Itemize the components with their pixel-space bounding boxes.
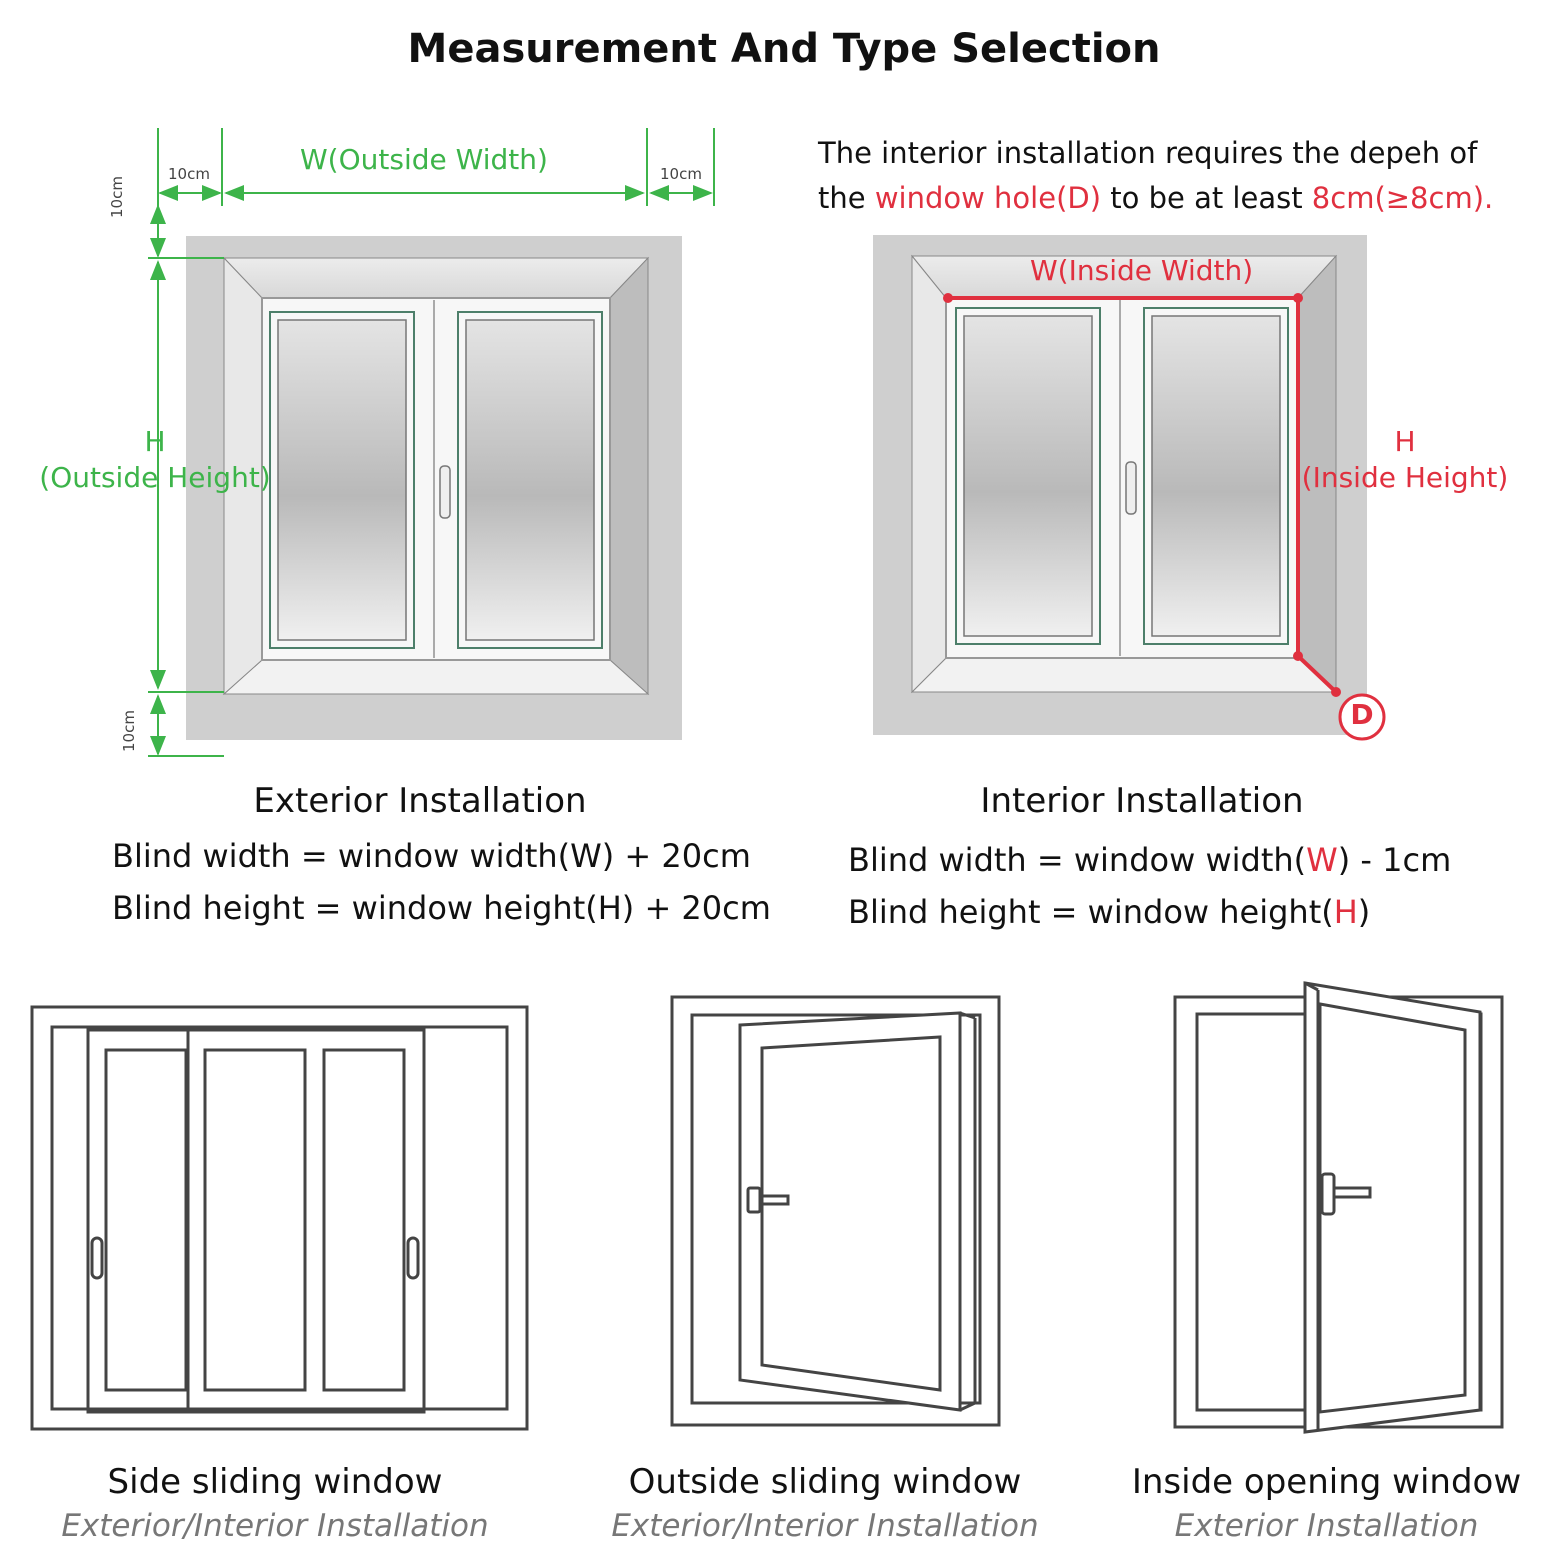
interior-reveal-left: [911, 254, 947, 694]
dim-top-left: 10cm: [168, 165, 210, 183]
exterior-reveal-right: [609, 256, 649, 696]
type-name: Outside sliding window: [628, 1462, 1022, 1502]
inside-height-text: (Inside Height): [1301, 461, 1509, 494]
note-line-1: The interior installation requires the d…: [818, 136, 1478, 170]
outside-height-label: H (Outside Height): [30, 424, 280, 496]
note-min-depth: 8cm(≥8cm).: [1311, 181, 1494, 215]
exterior-glass-left: [277, 319, 407, 641]
exterior-handle: [439, 465, 451, 519]
note-text-mid: to be at least: [1101, 181, 1312, 215]
formula-text: Blind width = window width(: [848, 841, 1307, 879]
interior-sash-left: [955, 307, 1101, 645]
formula-text-post: ) - 1cm: [1337, 841, 1452, 879]
page-title: Measurement And Type Selection: [407, 26, 1161, 72]
inside-height-label: H (Inside Height): [1298, 424, 1512, 496]
interior-sash-right: [1143, 307, 1289, 645]
note-text: the: [818, 181, 875, 215]
exterior-formula-width: Blind width = window width(W) + 20cm: [112, 837, 751, 875]
type-side-sliding: Side sliding window Exterior/Interior In…: [20, 1462, 530, 1544]
interior-formula-width: Blind width = window width(W) - 1cm: [848, 841, 1451, 879]
formula-w-symbol: W: [1306, 841, 1338, 879]
note-window-hole: window hole(D): [874, 181, 1102, 215]
exterior-sash-left: [269, 311, 415, 649]
type-installation: Exterior Installation: [1174, 1508, 1479, 1544]
formula-text: Blind height = window height(: [848, 893, 1334, 931]
type-installation: Exterior/Interior Installation: [611, 1508, 1039, 1544]
outside-height-symbol: H: [144, 425, 166, 458]
type-name: Side sliding window: [107, 1462, 443, 1502]
dim-left-top: 10cm: [108, 176, 126, 218]
outside-width-label: W(Outside Width): [300, 143, 548, 176]
exterior-formula-height: Blind height = window height(H) + 20cm: [112, 889, 771, 927]
depth-marker-circle: [1338, 693, 1386, 741]
side-sliding-outer: [30, 1005, 529, 1431]
dim-top-right: 10cm: [660, 165, 702, 183]
depth-marker-label: D: [1350, 698, 1374, 731]
type-outside-sliding: Outside sliding window Exterior/Interior…: [570, 1462, 1080, 1544]
interior-note: The interior installation requires the d…: [818, 131, 1538, 221]
dim-left-bottom: 10cm: [120, 710, 138, 752]
interior-glass-right: [1151, 315, 1281, 637]
interior-glass-left: [963, 315, 1093, 637]
inside-width-label: W(Inside Width): [1030, 254, 1254, 287]
outside-height-text: (Outside Height): [39, 461, 271, 494]
exterior-heading: Exterior Installation: [253, 781, 587, 821]
note-line-2: the window hole(D) to be at least 8cm(≥8…: [818, 176, 1538, 221]
interior-heading: Interior Installation: [980, 781, 1304, 821]
exterior-sash-right: [457, 311, 603, 649]
type-name: Inside opening window: [1131, 1462, 1522, 1502]
exterior-reveal-top: [222, 257, 650, 299]
type-inside-opening: Inside opening window Exterior Installat…: [1085, 1462, 1568, 1544]
interior-formula-height: Blind height = window height(H): [848, 893, 1370, 931]
formula-text-post: ): [1357, 893, 1371, 931]
type-installation: Exterior/Interior Installation: [61, 1508, 489, 1544]
inside-height-symbol: H: [1394, 425, 1416, 458]
exterior-glass-right: [465, 319, 595, 641]
interior-reveal-bottom: [910, 657, 1338, 693]
exterior-reveal-bottom: [222, 659, 650, 695]
interior-handle: [1125, 461, 1137, 515]
formula-h-symbol: H: [1333, 893, 1358, 931]
